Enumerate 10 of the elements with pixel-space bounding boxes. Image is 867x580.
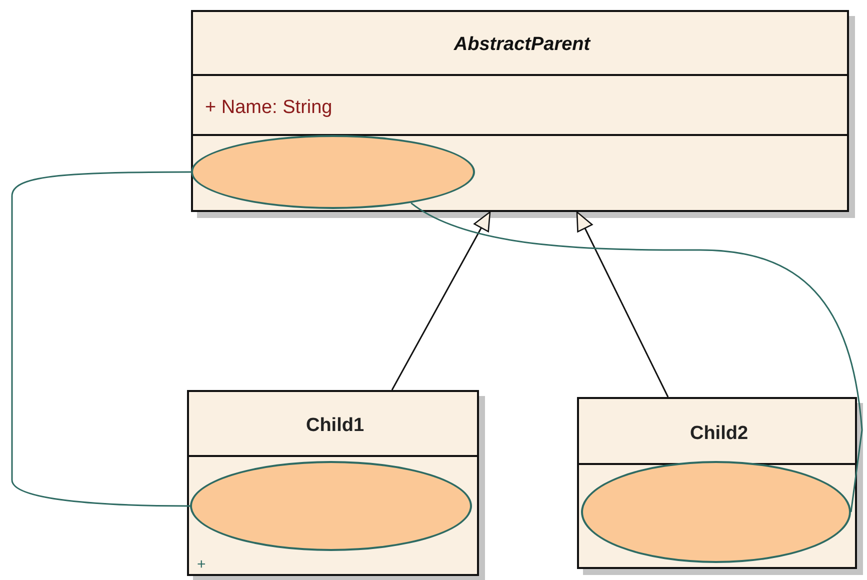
class-name: Child2 [690, 423, 748, 445]
inheritance-arrow [391, 211, 491, 390]
connector-line [410, 202, 863, 512]
highlight-ellipse [191, 135, 475, 209]
class-name: Child1 [306, 415, 364, 437]
attribute-text: + [197, 556, 206, 573]
connector-line [11, 171, 191, 507]
inheritance-arrow [576, 211, 669, 398]
attribute-text: + Name: String [205, 97, 332, 119]
class-name: AbstractParent [454, 34, 590, 56]
